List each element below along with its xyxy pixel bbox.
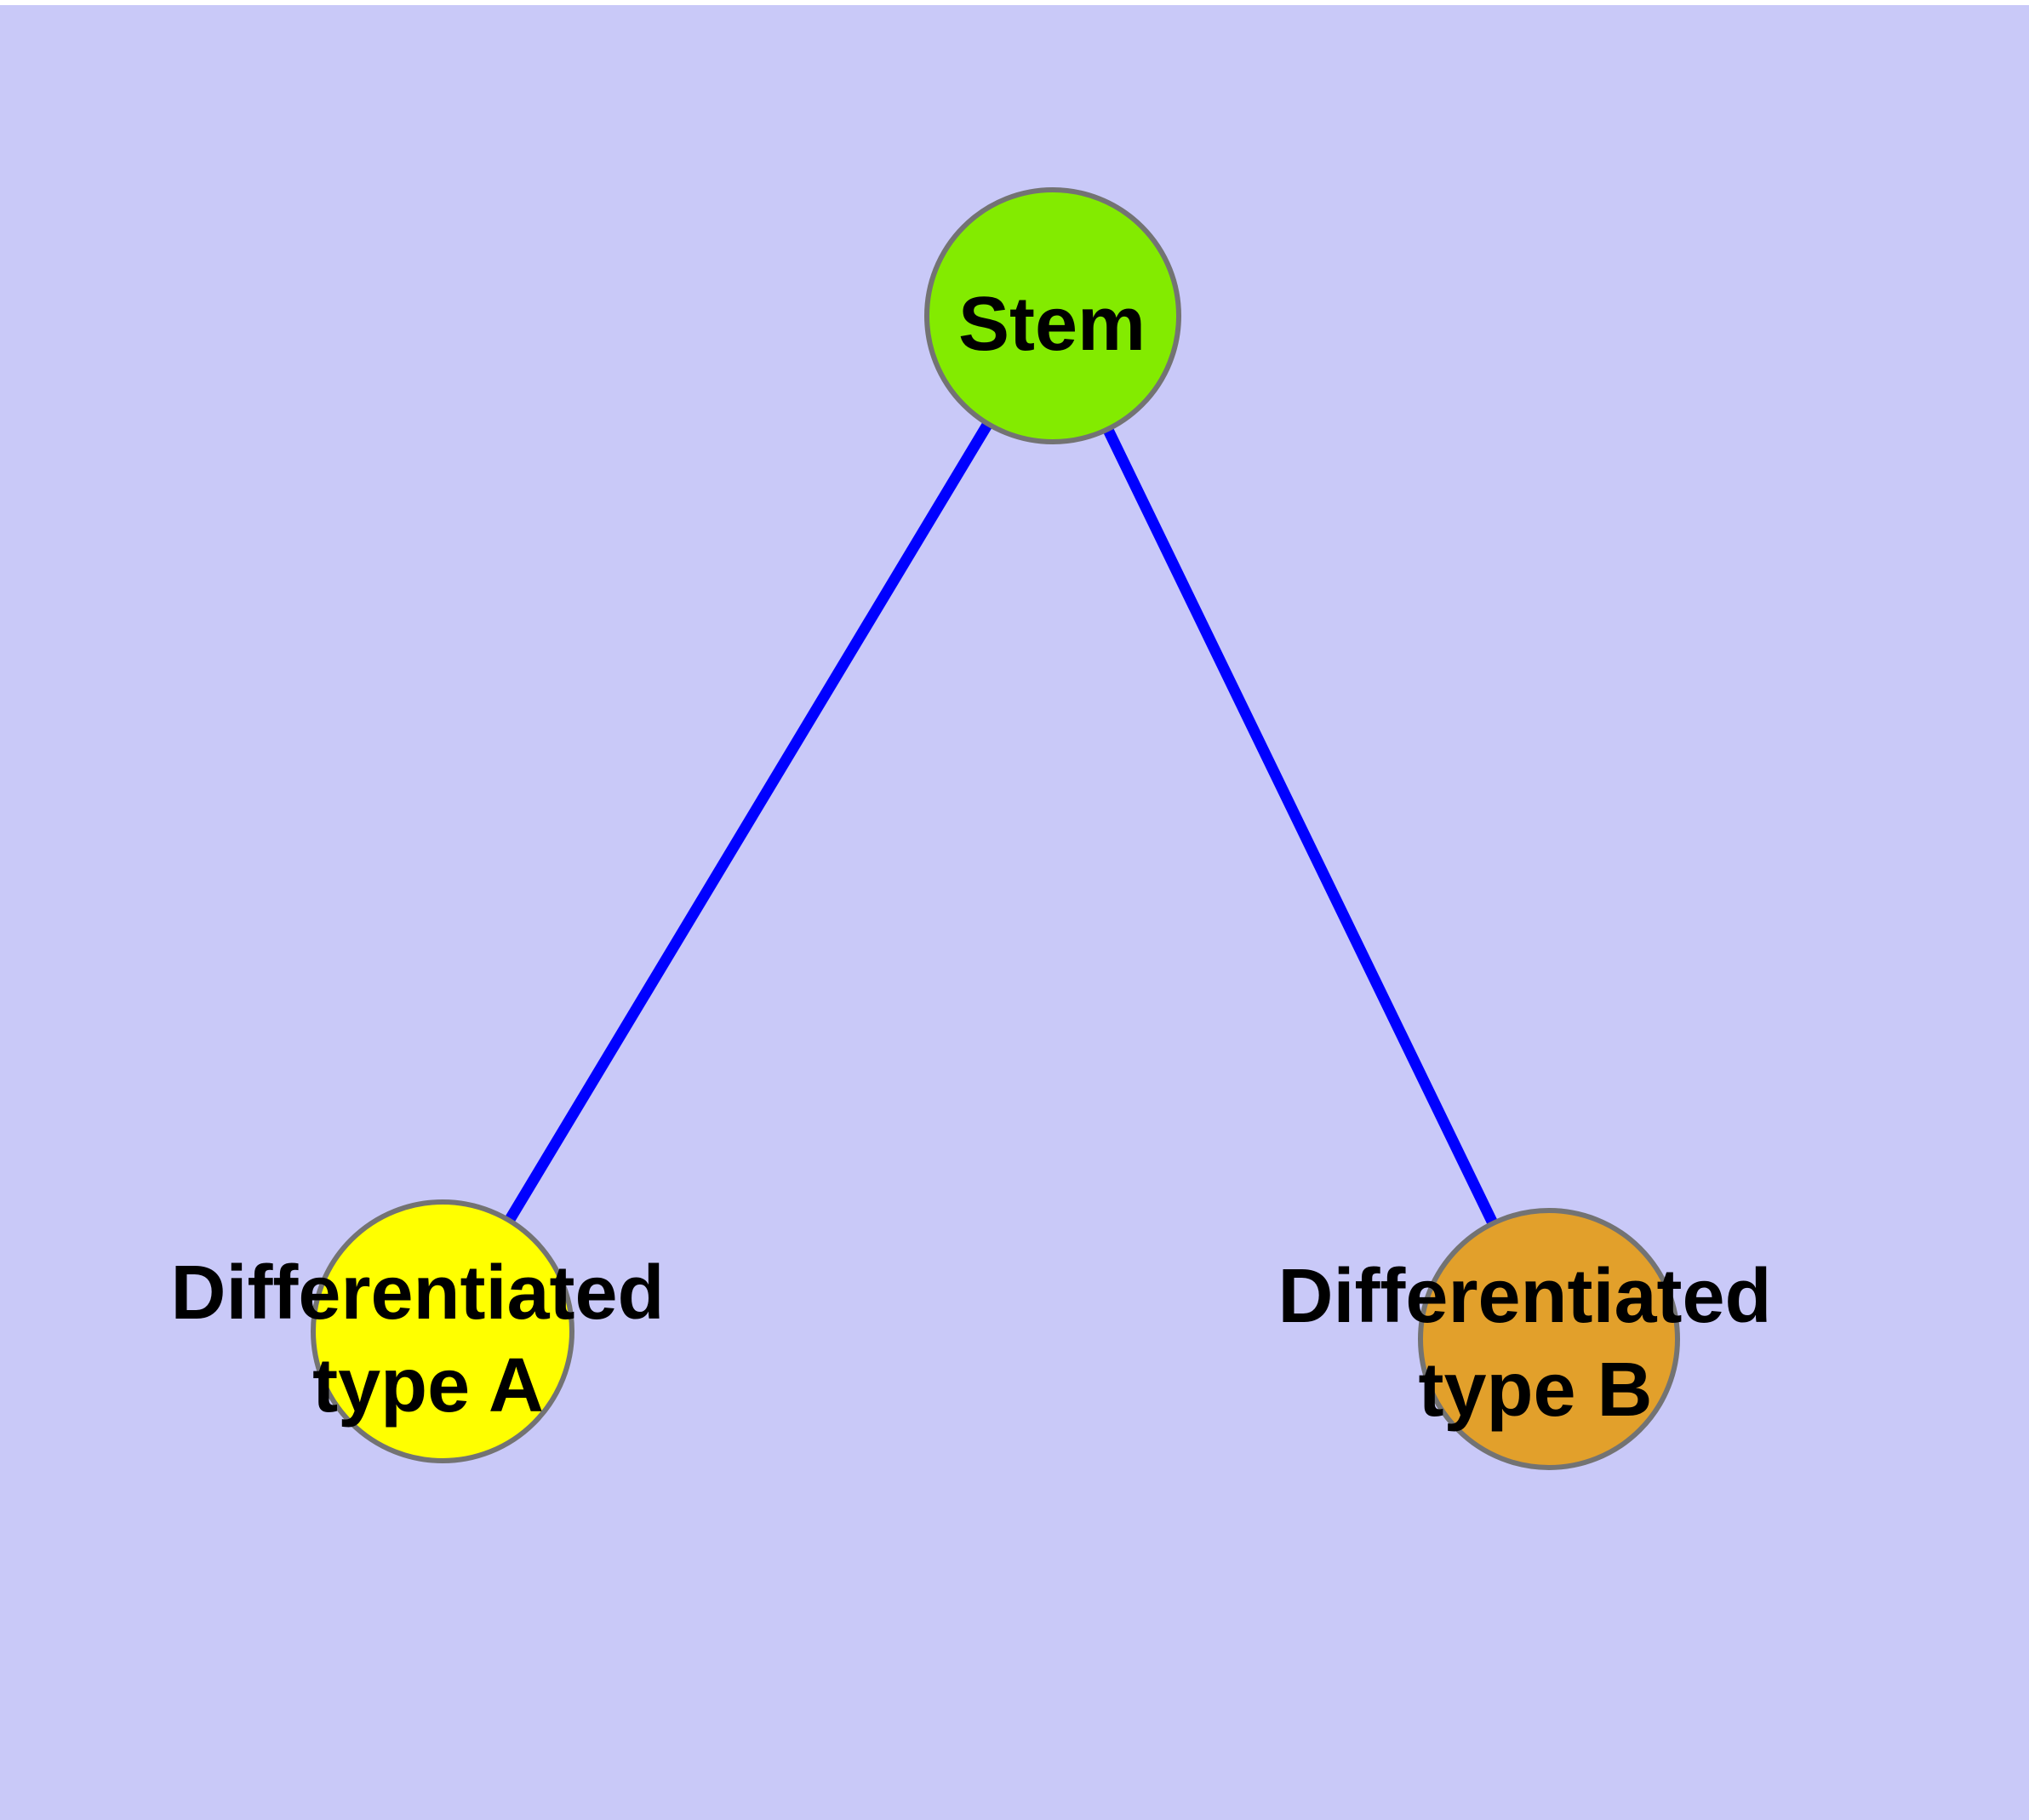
edge-stem-to-type-a [437,312,1058,1335]
type-b-node [1418,1208,1680,1470]
type-a-label-line2: type A [312,1343,544,1428]
edge-stem-to-type-b [1048,313,1554,1342]
type-a-node-label: Differentiated type A [170,1251,685,1428]
type-b-node-label: Differentiated type B [1277,1254,1792,1433]
stem-node-label: Stem [958,282,1146,367]
type-a-label-line1: Differentiated [170,1251,664,1336]
stem-node [924,187,1181,444]
type-b-label-line1: Differentiated [1277,1254,1771,1339]
type-a-node [311,1199,574,1463]
type-b-label-line2: type B [1418,1348,1652,1433]
